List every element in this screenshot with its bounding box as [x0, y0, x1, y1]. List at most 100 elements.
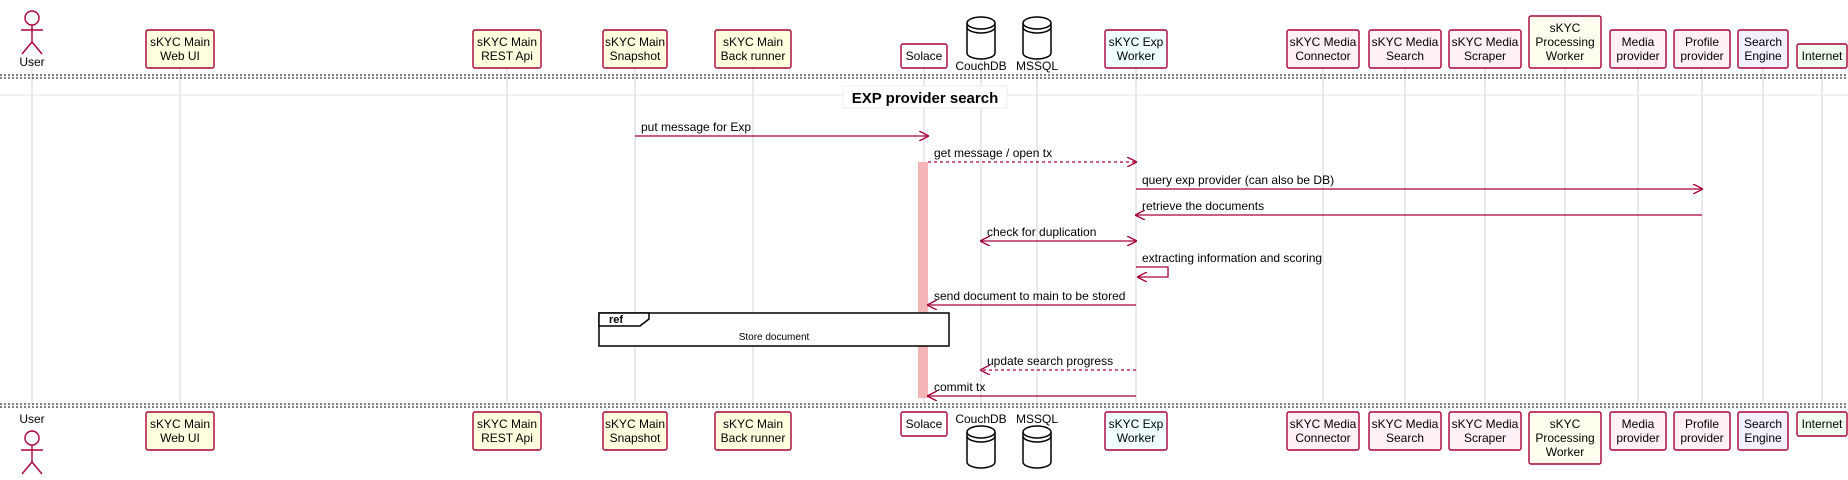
- participant-box: [1796, 411, 1848, 437]
- message-4: retrieve the documents: [1136, 199, 1702, 215]
- participant-box: [1528, 411, 1602, 465]
- participant-label: Web UI: [160, 49, 200, 63]
- participant-mssql-top: MSSQL: [1016, 16, 1058, 73]
- actor-leg-left: [21, 461, 33, 475]
- participant-label: Worker: [1117, 431, 1155, 445]
- message-arrow: [1136, 266, 1169, 277]
- message-label: get message / open tx: [934, 146, 1052, 160]
- messages: put message for Exp get message / open tx…: [635, 120, 1702, 396]
- participant-label: User: [19, 412, 44, 426]
- participant-box: [1104, 411, 1168, 451]
- ref-text: Store document: [739, 332, 810, 343]
- participant-label: Snapshot: [610, 49, 661, 63]
- activation-bar-solace: [918, 162, 928, 398]
- message-label: send document to main to be stored: [934, 289, 1125, 303]
- participant-label: sKYC Media: [1452, 417, 1519, 431]
- participant-label: MSSQL: [1016, 412, 1058, 426]
- participant-box: [1609, 411, 1667, 451]
- participant-label: Search: [1386, 49, 1424, 63]
- participant-box: [900, 43, 948, 69]
- group-title: EXP provider search: [852, 90, 998, 107]
- participant-box: [1528, 15, 1602, 69]
- participant-box: [145, 411, 215, 451]
- participant-couchdb-bottom: CouchDB: [955, 412, 1007, 469]
- participant-label: sKYC Main: [723, 417, 783, 431]
- message-label: update search progress: [987, 354, 1113, 368]
- participant-label: Engine: [1744, 49, 1782, 63]
- participant-label: Profile: [1685, 417, 1719, 431]
- participant-label: Solace: [906, 417, 943, 431]
- participant-label: sKYC Main: [605, 35, 665, 49]
- database-top: [1022, 16, 1052, 30]
- participant-box: [602, 411, 668, 451]
- database-top: [966, 425, 996, 439]
- message-label: commit tx: [934, 380, 985, 394]
- participant-label: provider: [1616, 49, 1659, 63]
- database-rim: [966, 26, 996, 34]
- participant-label: sKYC Media: [1372, 35, 1439, 49]
- message-7: send document to main to be stored: [928, 289, 1136, 305]
- participant-label: Internet: [1802, 49, 1843, 63]
- activation-layer: [918, 162, 928, 398]
- participant-box: [1368, 411, 1442, 451]
- participant-label: Profile: [1685, 35, 1719, 49]
- participant-box: [714, 29, 792, 69]
- message-9: commit tx: [928, 380, 1136, 396]
- database-top: [1022, 425, 1052, 439]
- participant-label: REST Api: [481, 49, 533, 63]
- participant-box: [714, 411, 792, 451]
- participant-mssql-bottom: MSSQL: [1016, 412, 1058, 469]
- message-2: get message / open tx: [928, 146, 1136, 162]
- message-5: check for duplication: [981, 225, 1136, 241]
- message-label: put message for Exp: [641, 120, 751, 134]
- participant-label: sKYC Media: [1372, 417, 1439, 431]
- actor-leg-left: [21, 41, 33, 55]
- participant-label: Search: [1744, 417, 1782, 431]
- participant-box: [1368, 29, 1442, 69]
- actor-head-icon: [24, 10, 40, 26]
- participant-box: [1737, 411, 1789, 451]
- participant-box: [145, 29, 215, 69]
- participant-label: Worker: [1117, 49, 1155, 63]
- separators: [0, 74, 1848, 408]
- participant-label: Processing: [1535, 35, 1594, 49]
- actor-leg-right: [31, 41, 43, 55]
- participant-label: sKYC Media: [1290, 35, 1357, 49]
- participant-label: sKYC Main: [605, 417, 665, 431]
- message-label: retrieve the documents: [1142, 199, 1264, 213]
- message-8: update search progress: [981, 354, 1136, 370]
- participant-couchdb-top: CouchDB: [955, 16, 1007, 73]
- participant-label: sKYC Exp: [1109, 417, 1164, 431]
- participant-label: Connector: [1295, 431, 1350, 445]
- participant-box: [1104, 29, 1168, 69]
- participant-label: CouchDB: [955, 412, 1006, 426]
- database-rim: [1022, 26, 1052, 34]
- participant-label: sKYC Main: [723, 35, 783, 49]
- participant-label: sKYC Media: [1290, 417, 1357, 431]
- participant-label: Search: [1744, 35, 1782, 49]
- participant-label: sKYC Main: [477, 35, 537, 49]
- participant-label: Back runner: [721, 49, 786, 63]
- participant-label: provider: [1616, 431, 1659, 445]
- participant-label: Back runner: [721, 431, 786, 445]
- participant-label: sKYC: [1550, 21, 1581, 35]
- participant-label: Worker: [1546, 445, 1584, 459]
